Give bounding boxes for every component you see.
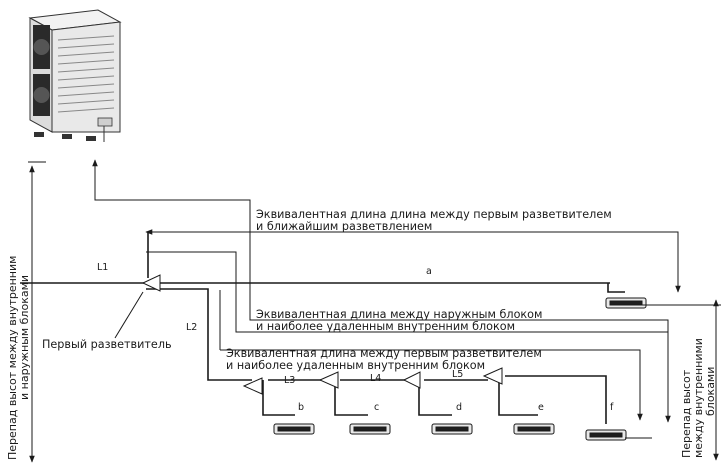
- pipe-label-b: b: [298, 402, 304, 413]
- pipe-label-c: c: [374, 402, 379, 413]
- pipe-label-e: e: [538, 402, 544, 413]
- height-indoor-indoor-line2: между внутренними: [692, 338, 705, 458]
- annotation-first-farthest-line1: Эквивалентная длина между первым разветв…: [226, 347, 542, 360]
- height-outdoor-indoor-line2: и наружным блоками: [18, 275, 31, 400]
- dimension-lines: [28, 159, 721, 463]
- indoor-unit-f: [585, 429, 627, 441]
- annotation-first-farthest-line2: и наиболее удаленным внутренним блоком: [226, 359, 485, 372]
- height-indoor-indoor-line1: Перепад высот: [680, 369, 693, 458]
- pipe-label-f: f: [610, 402, 614, 413]
- annotation-first-branch-line1: Эквивалентная длина длина между первым р…: [256, 208, 612, 221]
- pipe-label-a: a: [426, 266, 432, 277]
- height-outdoor-indoor-line1: Перепад высот между внутренним: [6, 256, 19, 460]
- indoor-unit-c: [349, 423, 391, 435]
- pipe-label-L2: L2: [186, 322, 197, 333]
- indoor-unit-d: [431, 423, 473, 435]
- branch-joint-3: [318, 371, 339, 389]
- pipe-label-d: d: [456, 402, 462, 413]
- annotation-outdoor-farthest-line2: и наиболее удаленным внутренним блоком: [256, 320, 515, 333]
- indoor-unit-e: [513, 423, 555, 435]
- branch-joints: [141, 274, 503, 395]
- branch-joint-4: [402, 371, 421, 389]
- pipe-label-L4: L4: [370, 373, 381, 384]
- annotation-first-branch-line2: и ближайшим разветвлением: [256, 220, 432, 233]
- pipe-label-L1: L1: [97, 262, 108, 273]
- first-branch-label: Первый разветвитель: [42, 338, 172, 351]
- indoor-unit-a: [605, 297, 647, 309]
- pipe-label-L5: L5: [452, 369, 463, 380]
- pipe-label-L3: L3: [284, 375, 295, 386]
- height-indoor-indoor-line3: блоками: [704, 367, 717, 416]
- indoor-unit-b: [273, 423, 315, 435]
- branch-joint-5: [482, 367, 503, 385]
- annotation-outdoor-farthest-line1: Эквивалентная длина между наружным блоко…: [256, 308, 542, 321]
- outdoor-unit-icon: [28, 9, 122, 142]
